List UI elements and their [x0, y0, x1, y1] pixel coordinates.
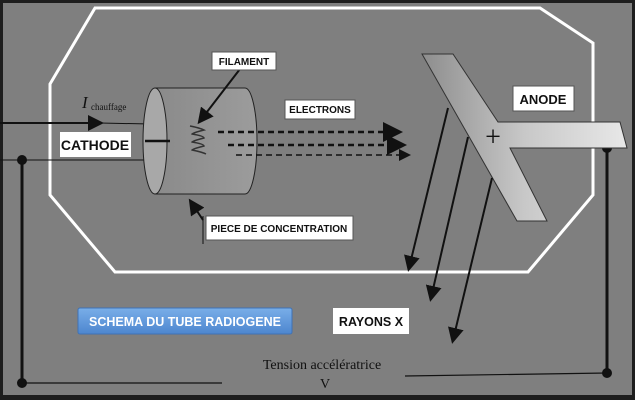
current-subscript: chauffage	[91, 102, 126, 112]
filament-text: FILAMENT	[219, 57, 270, 68]
rayons-text: RAYONS X	[339, 315, 404, 329]
current-symbol: I	[81, 93, 89, 112]
title-button[interactable]: SCHEMA DU TUBE RADIOGENE	[77, 307, 293, 335]
label-filament: FILAMENT	[211, 51, 277, 71]
title-text: SCHEMA DU TUBE RADIOGENE	[89, 315, 281, 329]
tube-envelope	[48, 6, 595, 274]
label-electrons: ELECTRONS	[284, 99, 356, 120]
voltage-label: V	[320, 377, 330, 392]
label-piece-de-concentration: PIECE DE CONCENTRATION	[205, 215, 354, 241]
anode-text: ANODE	[520, 92, 567, 107]
cathode-cylinder	[142, 87, 258, 195]
electrons-text: ELECTRONS	[289, 105, 351, 116]
filament-pointer-arrow	[197, 68, 241, 125]
piece-pointer-arrow	[188, 198, 205, 221]
background	[3, 3, 632, 395]
label-cathode: CATHODE	[60, 132, 131, 157]
anode-plus-sign: +	[485, 122, 501, 153]
electron-beams	[218, 122, 411, 161]
x-ray-arrows	[404, 107, 493, 344]
label-anode: ANODE	[512, 85, 575, 112]
anode-target: +	[421, 53, 628, 222]
tension-label: Tension accélératrice	[263, 358, 381, 373]
piece-text: PIECE DE CONCENTRATION	[211, 224, 348, 235]
cathode-text: CATHODE	[61, 137, 129, 153]
label-rayons-x: RAYONS X	[333, 308, 409, 334]
filament-coil	[189, 125, 207, 155]
